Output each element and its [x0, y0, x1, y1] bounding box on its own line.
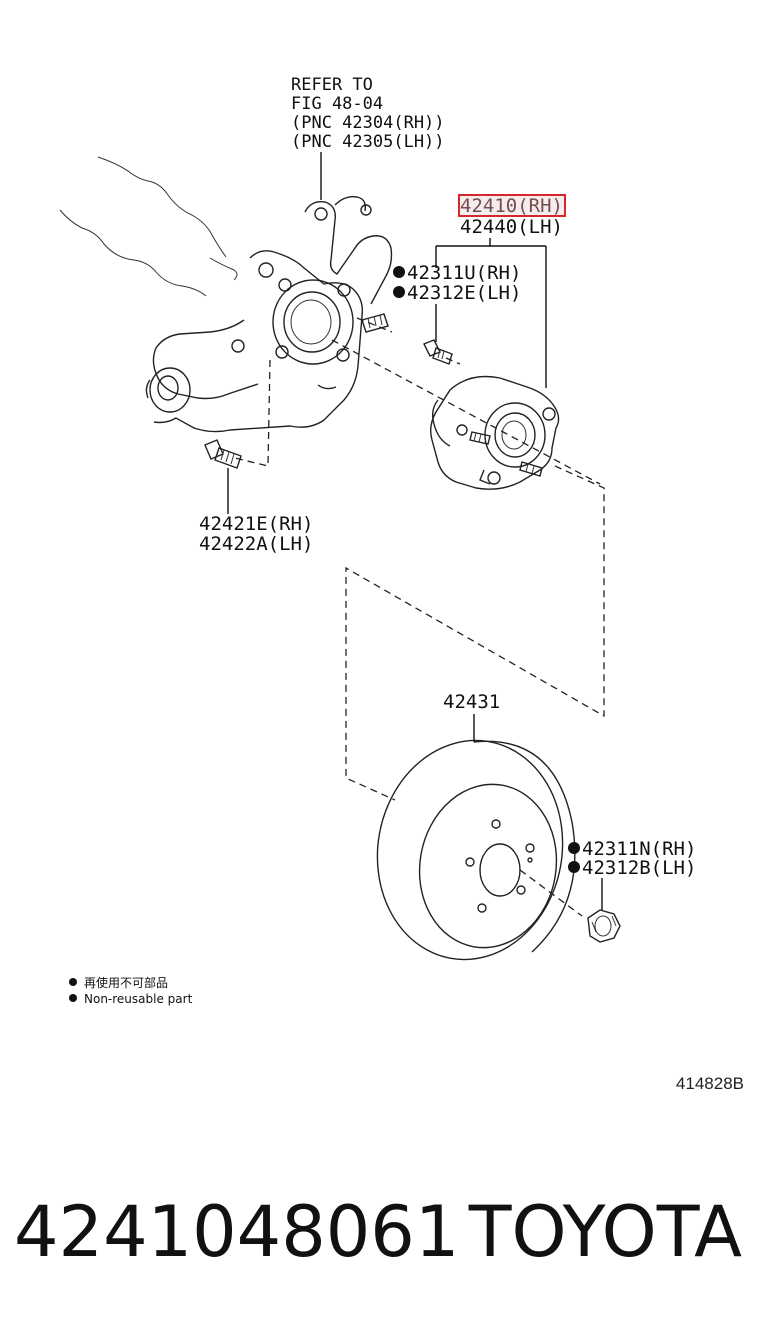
legend-en: Non-reusable part — [84, 992, 193, 1006]
hub-bearing-assembly — [429, 375, 560, 490]
footer-brand: TOYOTA — [468, 1191, 742, 1273]
leader-hub — [435, 238, 547, 388]
steering-knuckle — [59, 156, 393, 433]
refer-line-3: (PNC 42304(RH)) — [291, 113, 445, 133]
label-disc[interactable]: 42431 — [443, 691, 500, 713]
hub-nut — [587, 909, 621, 943]
legend: 再使用不可部品 Non-reusable part — [69, 975, 193, 1006]
footer-part-number: 4241048061 — [14, 1191, 459, 1273]
label-hub-lh[interactable]: 42440(LH) — [460, 216, 563, 238]
label-nut-lh[interactable]: 42312B(LH) — [582, 857, 696, 879]
legend-dot — [69, 978, 77, 986]
brake-disc — [376, 739, 576, 961]
label-knuckle-bolt-rh[interactable]: 42421E(RH) — [199, 513, 313, 535]
refer-line-4: (PNC 42305(LH)) — [291, 132, 445, 152]
refer-note: REFER TO FIG 48-04 (PNC 42304(RH)) (PNC … — [291, 75, 445, 200]
label-knuckle-bolt-lh[interactable]: 42422A(LH) — [199, 533, 313, 555]
part-labels: 42410(RH) 42440(LH) 42311U(RH) 42312E(LH… — [199, 194, 696, 910]
nonreusable-dot — [393, 286, 405, 298]
refer-line-2: FIG 48-04 — [291, 94, 383, 114]
label-hub-bolt-lh[interactable]: 42312E(LH) — [407, 282, 521, 304]
nonreusable-dot — [568, 842, 580, 854]
label-nut-rh[interactable]: 42311N(RH) — [582, 838, 696, 860]
label-hub-bolt-rh[interactable]: 42311U(RH) — [407, 262, 521, 284]
knuckle-bolt — [204, 439, 242, 469]
legend-cn: 再使用不可部品 — [84, 975, 168, 990]
nonreusable-dot — [393, 266, 405, 278]
highlight-box — [458, 194, 566, 217]
hub-bolt — [423, 339, 453, 365]
legend-dot — [69, 994, 77, 1002]
refer-line-1: REFER TO — [291, 75, 373, 95]
figure-code: 414828B — [676, 1074, 744, 1093]
nonreusable-dot — [568, 861, 580, 873]
alignment-lines — [234, 317, 605, 917]
label-hub-rh[interactable]: 42410(RH) — [460, 195, 563, 217]
